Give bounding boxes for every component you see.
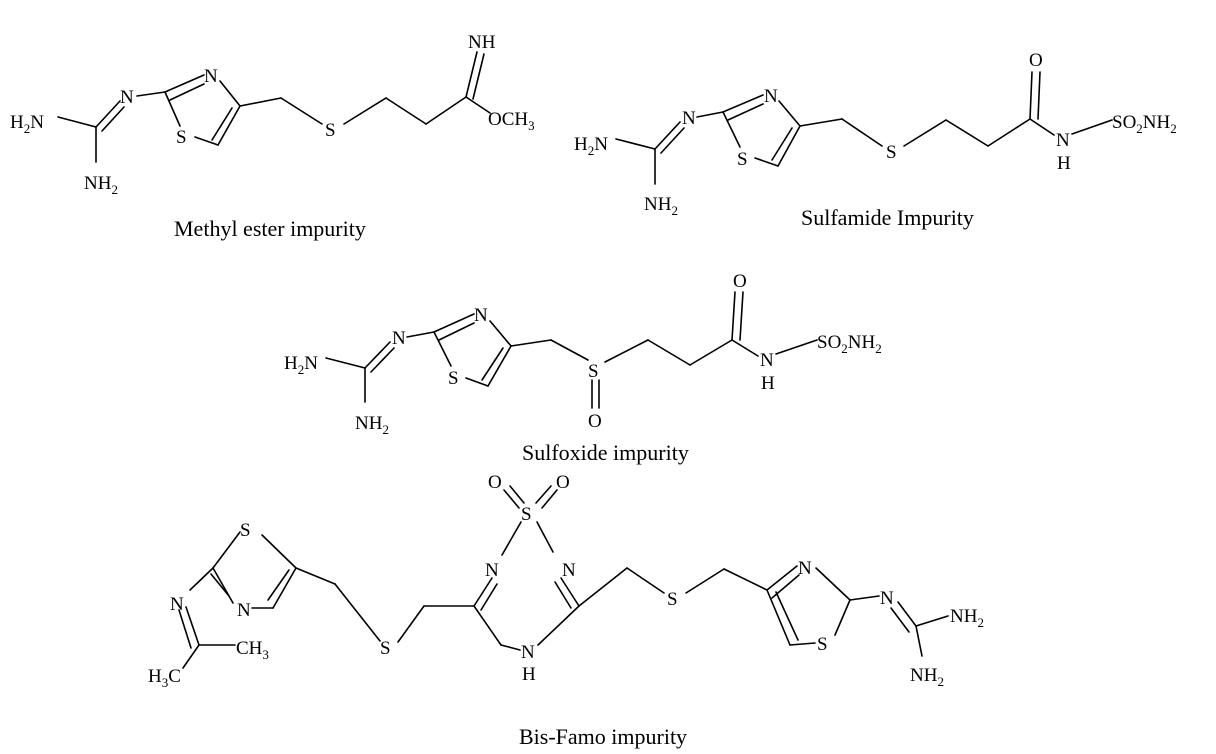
h2n-label: H xyxy=(10,112,24,133)
s-label: S xyxy=(667,589,678,610)
n-label: N xyxy=(120,87,134,108)
o-label: O xyxy=(733,271,747,292)
svg-text:NH2: NH2 xyxy=(355,413,389,437)
n-label: N xyxy=(237,600,251,621)
svg-text:NH2: NH2 xyxy=(644,194,678,218)
n-label: N xyxy=(760,350,774,371)
o-label: O xyxy=(556,472,570,493)
o-label: O xyxy=(1029,50,1043,71)
svg-text:NH2: NH2 xyxy=(84,173,118,197)
caption-sulfamide: Sulfamide Impurity xyxy=(801,205,974,230)
caption-methyl-ester: Methyl ester impurity xyxy=(174,216,366,241)
s-label: S xyxy=(817,634,828,655)
nh2-label: NH xyxy=(644,194,672,215)
s-label: S xyxy=(886,142,897,163)
h-label: H xyxy=(522,664,536,685)
n-label: N xyxy=(204,66,218,87)
o-label: O xyxy=(588,411,602,432)
n-label: N xyxy=(798,558,812,579)
h2n-label: H xyxy=(284,353,298,374)
nh2-label: NH xyxy=(950,606,978,627)
s-label: S xyxy=(588,361,599,382)
svg-text:NH2: NH2 xyxy=(950,606,984,630)
n-label: N xyxy=(485,560,499,581)
nh2-label: NH xyxy=(84,173,112,194)
svg-text:H3C: H3C xyxy=(148,666,181,690)
n-label: N xyxy=(392,328,406,349)
nh2-label: NH xyxy=(910,665,938,686)
s-label: S xyxy=(325,120,336,141)
n-label: N xyxy=(880,588,894,609)
so2nh2-label: SO xyxy=(817,332,841,353)
och3-label: OCH xyxy=(488,109,528,130)
sulfamide-structure: H2N NH2 N N S S O N H SO2NH2 xyxy=(574,50,1177,218)
s-label: S xyxy=(176,127,187,148)
n-label: N xyxy=(521,642,535,663)
svg-text:NH2: NH2 xyxy=(910,665,944,689)
s-label: S xyxy=(448,368,459,389)
h-label: H xyxy=(761,373,775,394)
so2nh2-label: SO xyxy=(1112,112,1136,133)
svg-text:H2N: H2N xyxy=(284,353,318,377)
caption-bis-famo: Bis-Famo impurity xyxy=(519,724,687,749)
sulfoxide-structure: H2N NH2 N N S S O O N H SO2NH2 xyxy=(284,271,882,437)
nh2-label: NH xyxy=(355,413,383,434)
n-label: N xyxy=(474,305,488,326)
o-label: O xyxy=(488,472,502,493)
svg-text:OCH3: OCH3 xyxy=(488,109,535,133)
h3c-label: H xyxy=(148,666,162,687)
n-label: N xyxy=(1056,130,1070,151)
nh-label: NH xyxy=(468,32,496,53)
s-label: S xyxy=(737,149,748,170)
bis-famo-structure: S N N CH3 H3C S N N S O O N H S N S N NH… xyxy=(148,472,984,690)
h-label: H xyxy=(1057,153,1071,174)
n-label: N xyxy=(562,560,576,581)
ch3-label: CH xyxy=(236,638,263,659)
svg-text:H2N: H2N xyxy=(574,134,608,158)
methyl-ester-structure: H2N NH2 N N S S NH OCH3 xyxy=(10,32,535,197)
s-label: S xyxy=(380,638,391,659)
svg-text:CH3: CH3 xyxy=(236,638,269,662)
caption-sulfoxide: Sulfoxide impurity xyxy=(522,440,689,465)
svg-text:H2N: H2N xyxy=(10,112,44,136)
s-label: S xyxy=(240,520,251,541)
n-label: N xyxy=(170,594,184,615)
n-label: N xyxy=(682,108,696,129)
s-label: S xyxy=(521,504,532,525)
svg-text:SO2NH2: SO2NH2 xyxy=(817,332,882,356)
svg-text:SO2NH2: SO2NH2 xyxy=(1112,112,1177,136)
n-label: N xyxy=(764,86,778,107)
h2n-label: H xyxy=(574,134,588,155)
